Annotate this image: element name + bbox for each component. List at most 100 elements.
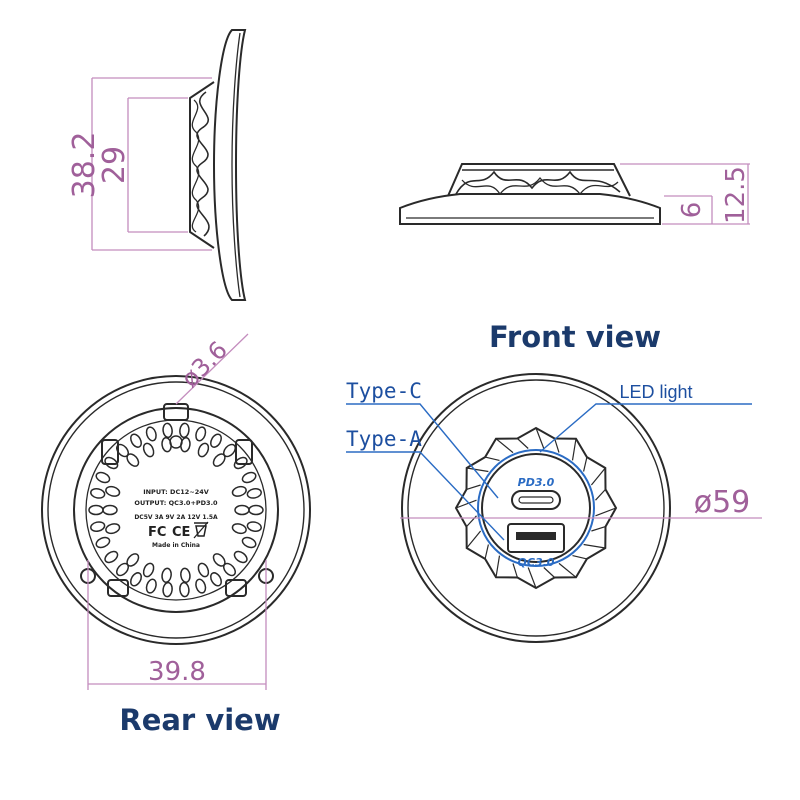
leader-type-c xyxy=(346,403,499,499)
bezel-facet-line xyxy=(527,567,537,589)
bezel-facet-line xyxy=(558,562,577,578)
rear-label-spec: DC5V 3A 9V 2A 12V 1.5A xyxy=(134,514,218,521)
bezel-facet-line xyxy=(495,438,514,454)
bezel-facet-line xyxy=(484,456,500,461)
bezel-facet-line xyxy=(583,456,588,472)
vent-slot xyxy=(210,433,222,448)
bezel-facet-line xyxy=(466,530,482,549)
vent-slot xyxy=(126,453,140,467)
leader-type-a xyxy=(346,451,505,541)
type-a-port-icon xyxy=(507,523,565,553)
pd-label: PD3.0 xyxy=(518,476,555,489)
vent-slot xyxy=(197,562,210,578)
callout-type-c: Type-C xyxy=(346,379,422,403)
vent-slot xyxy=(95,536,111,549)
vent-slots xyxy=(88,422,264,598)
vent-slot xyxy=(248,504,264,516)
side-view: 38.2 29 xyxy=(67,29,247,301)
vent-slot xyxy=(104,456,119,470)
vent-slot xyxy=(212,553,226,567)
bezel-facet-line xyxy=(590,467,606,486)
vent-slot xyxy=(142,442,155,458)
vent-slot xyxy=(88,504,104,516)
dim-side-inner-height: 29 xyxy=(97,146,132,184)
dim-rear-hole-spacing: 39.8 xyxy=(148,657,206,687)
vent-slot xyxy=(222,562,237,577)
svg-text:FC: FC xyxy=(148,525,166,540)
vent-slot xyxy=(145,578,157,594)
vent-slot xyxy=(180,436,191,453)
vent-slot xyxy=(212,453,226,467)
vent-slot xyxy=(246,488,262,499)
bezel-facet-line xyxy=(595,507,617,517)
vent-slot xyxy=(241,471,257,484)
dim-top-total-height: 12.5 xyxy=(721,166,751,224)
vent-slot xyxy=(234,504,250,516)
vent-slot xyxy=(210,572,222,587)
bezel-facet-line xyxy=(554,438,560,453)
bezel-facet-line xyxy=(591,526,606,532)
qc-label: QC3.0 xyxy=(518,556,555,569)
top-view: 6 12.5 xyxy=(399,163,751,225)
vent-slot xyxy=(197,442,210,458)
vent-slot xyxy=(241,536,257,549)
bezel-facet-line xyxy=(466,484,481,490)
rear-label-output: OUTPUT: QC3.0+PD3.0 xyxy=(134,499,218,507)
rear-label-input: INPUT: DC12~24V xyxy=(143,488,209,496)
rear-view: INPUT: DC12~24V OUTPUT: QC3.0+PD3.0 DC5V… xyxy=(41,333,311,690)
front-view: PD3.0 QC3.0 ø59 xyxy=(400,373,762,643)
bezel-facet-line xyxy=(595,488,606,501)
bezel-facet-line xyxy=(495,555,501,578)
vent-slot xyxy=(142,562,155,578)
callouts: Type-C Type-A LED light xyxy=(346,379,752,541)
led-ring xyxy=(477,449,595,567)
vent-slot xyxy=(231,485,247,497)
vent-slot xyxy=(161,436,172,453)
leader-led-light xyxy=(539,403,752,453)
vent-slot xyxy=(130,433,142,448)
vent-slot xyxy=(115,443,130,458)
callout-led-light: LED light xyxy=(619,382,692,402)
front-view-title: Front view xyxy=(489,320,661,354)
vent-slot xyxy=(231,523,247,535)
bezel-facets xyxy=(455,427,617,589)
vent-slot xyxy=(102,504,118,516)
vent-slot xyxy=(95,471,111,484)
vent-slot xyxy=(233,550,248,564)
vent-slot xyxy=(195,578,207,594)
vent-slot xyxy=(130,572,142,587)
certification-marks-icon: FC CE xyxy=(148,521,209,540)
vent-slot xyxy=(105,523,121,535)
bezel-facet-line xyxy=(455,499,477,509)
vent-slot xyxy=(161,567,172,584)
vent-slot xyxy=(105,485,121,497)
dim-leader-hole xyxy=(175,333,249,405)
vent-slot xyxy=(246,521,262,532)
vent-slot xyxy=(104,550,119,564)
bezel-facet-line xyxy=(466,467,489,473)
vent-slot xyxy=(162,422,173,439)
vent-slot xyxy=(179,422,190,439)
bezel-facet-line xyxy=(571,438,577,461)
vent-slot xyxy=(126,553,140,567)
bezel-facet-line xyxy=(516,438,529,449)
vent-slot xyxy=(233,456,248,470)
vent-slot xyxy=(145,426,157,442)
vent-slot xyxy=(162,581,173,598)
bezel-facet-line xyxy=(512,563,518,578)
vent-slot xyxy=(195,426,207,442)
type-c-port-icon xyxy=(511,490,561,510)
dim-top-base-height: 6 xyxy=(677,202,707,219)
dim-front-diameter: ø59 xyxy=(694,485,751,520)
bezel-facet-line xyxy=(543,567,556,578)
bezel-facet-line xyxy=(535,427,545,449)
bezel-facet-line xyxy=(484,544,489,560)
vent-slot xyxy=(90,521,106,532)
vent-slot xyxy=(115,562,130,577)
callout-type-a: Type-A xyxy=(346,427,422,451)
vent-slot xyxy=(90,488,106,499)
vent-slot xyxy=(180,567,191,584)
rear-label-origin: Made in China xyxy=(152,542,200,549)
bezel-facet-line xyxy=(572,555,588,560)
